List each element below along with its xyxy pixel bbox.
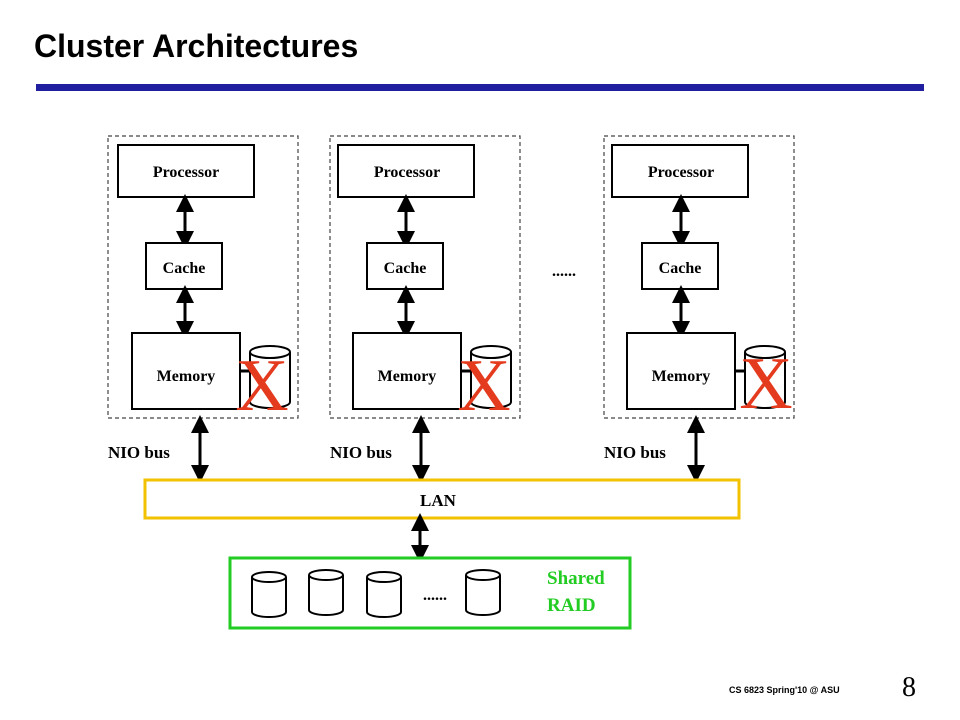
node-1-disk-failure-mark: X xyxy=(235,345,288,427)
node-3-processor-label: Processor xyxy=(648,164,714,181)
slide-title: Cluster Architectures xyxy=(34,28,359,64)
lan-label: LAN xyxy=(420,491,457,510)
node-3-cache-box xyxy=(641,242,719,290)
node-1-local-disk-icon xyxy=(249,345,291,409)
shared-raid-label-line1: Shared xyxy=(547,568,605,589)
node-3-memory-label: Memory xyxy=(652,368,711,385)
node-3-nio-bus-label: NIO bus xyxy=(604,443,666,462)
node-2-memory-label: Memory xyxy=(378,368,437,385)
raid-disk-icon-2 xyxy=(308,569,344,616)
node-1: Processor Cache Memory X xyxy=(107,135,299,427)
node-3-disk-failure-mark: X xyxy=(739,343,792,425)
node-3-processor-box xyxy=(611,144,749,198)
node-2-cache-label: Cache xyxy=(384,260,427,277)
node-1-memory-label: Memory xyxy=(157,368,216,385)
node-2: Processor Cache Memory X xyxy=(329,135,521,427)
raid-disk-icon-1 xyxy=(251,571,287,618)
lan-box xyxy=(143,478,741,520)
node-1-cache-label: Cache xyxy=(163,260,206,277)
more-nodes-ellipsis: ...... xyxy=(552,263,576,280)
node-2-memory-box xyxy=(352,332,462,410)
node-1-processor-box xyxy=(117,144,255,198)
node-2-disk-failure-mark: X xyxy=(457,345,510,427)
node-2-nio-bus-label: NIO bus xyxy=(330,443,392,462)
node-1-nio-bus-label: NIO bus xyxy=(108,443,170,462)
node-1-memory-box xyxy=(131,332,241,410)
raid-disk-icon-4 xyxy=(465,569,501,616)
shared-raid-label-line2: RAID xyxy=(547,595,596,616)
node-3: Processor Cache Memory X xyxy=(603,135,795,425)
title-rule xyxy=(36,84,924,91)
node-3-cache-label: Cache xyxy=(659,260,702,277)
node-3-memory-box xyxy=(626,332,736,410)
node-1-processor-label: Processor xyxy=(153,164,219,181)
node-3-local-disk-icon xyxy=(744,345,786,409)
raid-disk-icon-3 xyxy=(366,571,402,618)
node-2-processor-label: Processor xyxy=(374,164,440,181)
slide-number: 8 xyxy=(902,672,916,703)
shared-raid-box xyxy=(228,556,632,630)
node-2-local-disk-icon xyxy=(470,345,512,409)
raid-disks-ellipsis: ...... xyxy=(423,587,447,604)
slide-footer: CS 6823 Spring'10 @ ASU xyxy=(729,685,840,695)
node-2-processor-box xyxy=(337,144,475,198)
